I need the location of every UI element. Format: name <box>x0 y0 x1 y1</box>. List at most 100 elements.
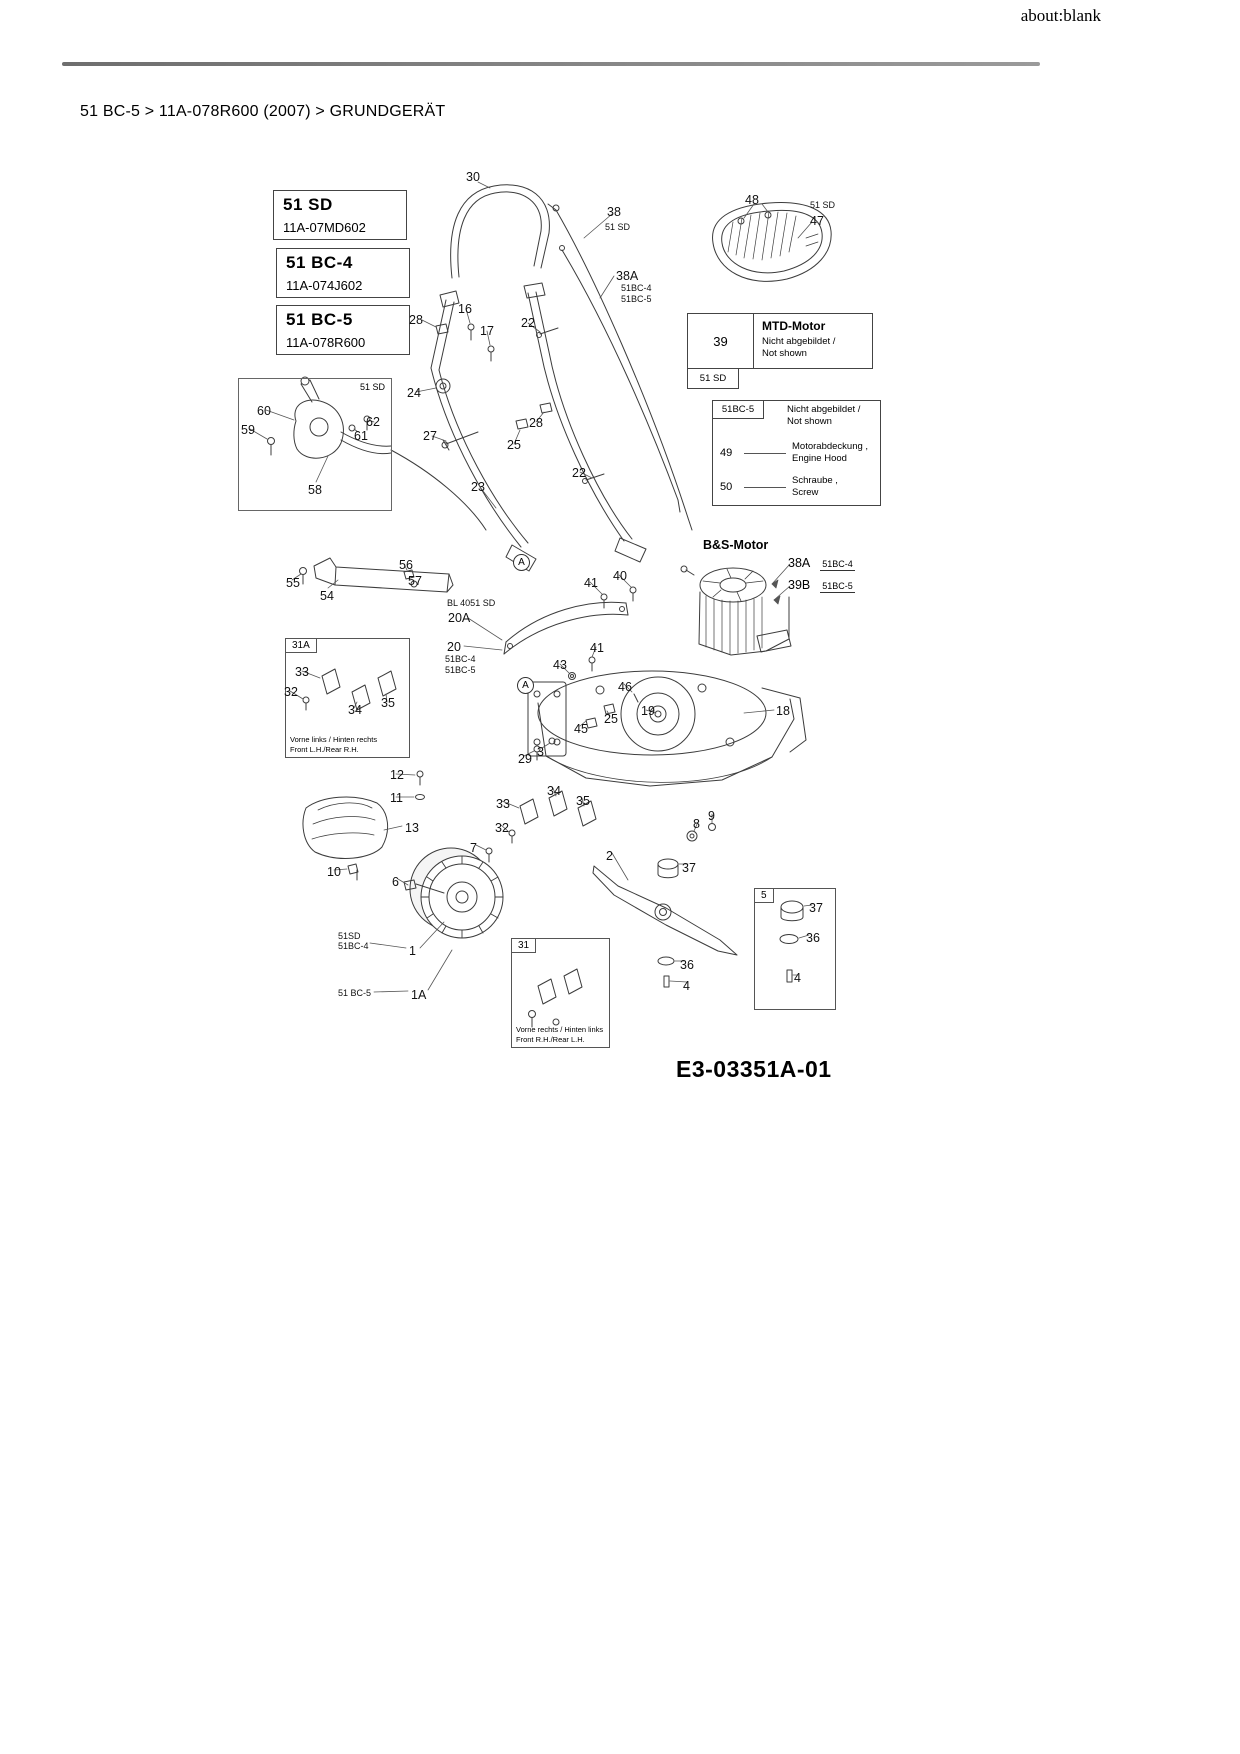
view-marker: A <box>517 677 534 694</box>
part-callout: 41 <box>590 641 604 655</box>
mtd-note-en: Not shown <box>762 348 807 360</box>
part-callout: 59 <box>241 423 255 437</box>
part-callout: 33 <box>295 665 309 679</box>
group-box-5: 5 <box>754 888 836 1010</box>
control-assembly-box: 51 SD <box>238 378 392 511</box>
part-callout: 61 <box>354 429 368 443</box>
part-callout: 46 <box>618 680 632 694</box>
part-callout: 43 <box>553 658 567 672</box>
variant-label: 51BC-4 <box>820 559 855 571</box>
variant-label: 51 BC-5 <box>338 988 372 998</box>
part-callout: 20 <box>447 640 461 654</box>
part-label: Motorabdeckung , Engine Hood <box>792 441 869 465</box>
part-callout: 35 <box>381 696 395 710</box>
part-callout: 32 <box>284 685 298 699</box>
model-name: 51 SD <box>283 195 333 214</box>
part-ref: 38A <box>788 556 811 570</box>
part-callout: 28 <box>529 416 543 430</box>
part-callout: 7 <box>470 841 477 855</box>
lower-brace-drawing <box>503 586 637 655</box>
drawing-number: E3-03351A-01 <box>676 1056 832 1082</box>
group-caption: Vorne rechts / Hinten links Front R.H./R… <box>516 1024 604 1044</box>
part-callout: 36 <box>680 958 694 972</box>
mtd-note-de: Nicht abgebildet / <box>762 336 836 347</box>
part-callout: 11 <box>390 791 403 805</box>
mulch-plug-drawing <box>302 796 389 859</box>
hood-row-50: 50 Schraube , Screw <box>720 475 838 500</box>
part-ref: 49 <box>720 447 733 460</box>
part-callout: 30 <box>466 170 480 184</box>
breadcrumb: 51 BC-5 > 11A-078R600 (2007) > GRUNDGERÄ… <box>80 103 446 120</box>
part-callout: 62 <box>366 415 380 429</box>
variant-label: 51BC-5 <box>621 294 652 304</box>
part-callout: 13 <box>405 821 419 835</box>
mtd-motor-title: MTD-Motor <box>762 319 826 333</box>
part-callout: 60 <box>257 404 271 418</box>
group-ref: 31 <box>511 938 537 953</box>
part-callout: 4 <box>683 979 690 993</box>
part-callout: 54 <box>320 589 334 603</box>
part-callout: 23 <box>471 480 485 494</box>
bs-row-38a: 38A 51BC-4 <box>788 556 855 571</box>
hood-notes: Nicht abgebildet / Not shown <box>787 404 860 429</box>
browser-print-header: about:blank <box>1021 6 1101 26</box>
part-label: Schraube , Screw <box>792 475 838 499</box>
cable-drawing <box>547 203 693 531</box>
variant-label: 51BC-5 <box>445 665 476 675</box>
part-callout: 34 <box>547 784 561 798</box>
model-name: 51 BC-4 <box>286 253 353 272</box>
mtd-motor-note-box: 39 MTD-Motor Nicht abgebildet / Not show… <box>687 313 873 369</box>
model-box-51bc4: 51 BC-4 11A-074J602 <box>276 248 410 298</box>
part-ref: 50 <box>720 481 733 494</box>
part-callout: 57 <box>408 574 422 588</box>
part-callout: 48 <box>745 193 759 207</box>
group-box-31: 31 Vorne rechts / Hinten links Front R.H… <box>511 938 610 1048</box>
variant-label: 51 SD <box>605 222 631 232</box>
model-box-51bc5: 51 BC-5 11A-078R600 <box>276 305 410 355</box>
hood-variant-box: 51BC-5 <box>712 400 764 419</box>
variant-label: 51BC-4 <box>621 283 652 293</box>
part-callout: 55 <box>286 576 300 590</box>
part-callout: 6 <box>392 875 399 889</box>
part-callout: 38 <box>607 205 621 219</box>
part-callout: 1A <box>411 988 427 1002</box>
bs-motor-title: B&S-Motor <box>703 538 769 552</box>
part-callout: 41 <box>584 576 598 590</box>
hood-note-de: Nicht abgebildet / <box>787 404 861 415</box>
part-callout: 34 <box>348 703 362 717</box>
part-callout: 58 <box>308 483 322 497</box>
part-callout: 10 <box>327 865 341 879</box>
handle-bracket-drawing <box>299 557 454 593</box>
variant-label: 51 SD <box>810 200 836 210</box>
bs-engine-drawing <box>680 565 792 656</box>
part-callout: 47 <box>810 214 824 228</box>
mtd-part-ref: 39 <box>688 314 754 368</box>
part-callout: 27 <box>423 429 437 443</box>
part-callout: 9 <box>708 809 715 823</box>
part-callout: 2 <box>606 849 613 863</box>
leader-dash <box>744 486 786 488</box>
leader-lines <box>249 181 813 993</box>
part-callout: 4 <box>794 971 801 985</box>
part-callout: 35 <box>576 794 590 808</box>
model-code: 11A-07MD602 <box>283 220 366 235</box>
model-box-51sd: 51 SD 11A-07MD602 <box>273 190 407 240</box>
variant-label: 51SD <box>338 931 361 941</box>
part-callout: 22 <box>521 316 535 330</box>
model-code: 11A-074J602 <box>286 278 363 293</box>
part-callout: 8 <box>693 817 700 831</box>
handlebar-drawing <box>430 184 647 572</box>
part-callout: 29 <box>518 752 532 766</box>
control-housing-drawing <box>267 376 487 531</box>
header-divider <box>62 62 1040 66</box>
wheel-drawing <box>403 847 504 939</box>
part-callout: 32 <box>495 821 509 835</box>
part-callout: 36 <box>806 931 820 945</box>
variant-label: 51BC-4 <box>338 941 369 951</box>
view-marker: A <box>513 554 530 571</box>
part-callout: 3 <box>537 745 544 759</box>
part-callout: 38A <box>616 269 639 283</box>
blade-drawing <box>592 858 738 988</box>
part-callout: 37 <box>682 861 696 875</box>
